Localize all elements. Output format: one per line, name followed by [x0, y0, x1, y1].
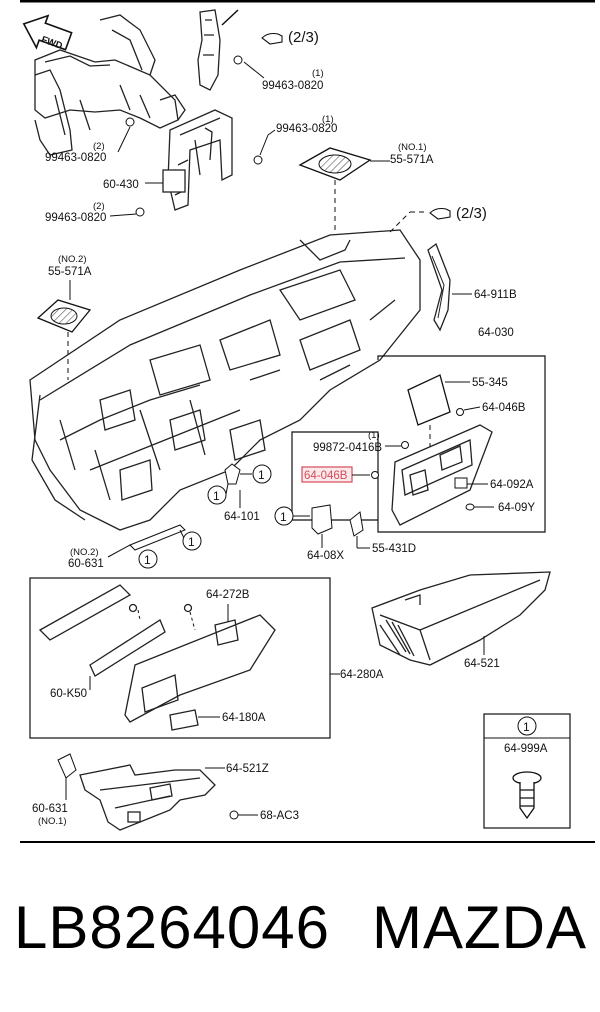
part-label-64-046b-highlight: 64-046B — [304, 470, 348, 482]
part-label-64-272b: 64-272B — [206, 589, 250, 601]
assembly-box-64-030: 64-030 — [291, 327, 546, 533]
screw-99872-0416b: (1) 99872-0416B — [313, 430, 409, 454]
bracket-60-430 — [162, 109, 233, 211]
part-label-64-911b: 64-911B — [474, 289, 517, 301]
trim-60-631-no2: 1 1 (NO.2) 60-631 — [68, 524, 202, 570]
part-label-55-571a: 55-571A — [390, 154, 434, 166]
qty-label: (1) — [312, 68, 324, 79]
circle-ref-1 — [138, 549, 158, 569]
part-label-64-180a: 64-180A — [222, 712, 266, 724]
part-label-99872-0416b: 99872-0416B — [313, 442, 382, 454]
footer: LB8264046 MAZDA — [0, 885, 600, 995]
part-label-64-046b: 64-046B — [482, 402, 526, 414]
pad-55-431d: 55-431D — [349, 511, 416, 555]
glove-box-door — [391, 424, 493, 526]
bracket-521z-label-group: 64-521Z — [205, 763, 269, 775]
brand-name: MAZDA — [372, 894, 587, 961]
bolt-99463-left-upper: (2) 99463-0820 — [45, 117, 135, 164]
side-cover-64-911b: 64-911B — [427, 242, 517, 332]
clip-fastener-icon — [512, 771, 542, 820]
nut-68-ac3: 68-AC3 — [229, 810, 299, 822]
circle-ref-label: 1 — [280, 510, 287, 524]
fastener-key-box: 1 64-999A — [483, 713, 571, 829]
striker-64-08x: 1 64-08X — [274, 504, 344, 562]
part-label-64-101: 64-101 — [224, 511, 260, 523]
panel-55-345: 55-345 — [407, 374, 508, 465]
qty-label: (2) — [93, 141, 105, 152]
part-label-64-08x: 64-08X — [307, 550, 344, 562]
qty-label: (NO.1) — [38, 816, 67, 827]
part-label-60-631: 60-631 — [68, 558, 104, 570]
part-label-68-ac3: 68-AC3 — [260, 810, 299, 822]
stopper-64-09y: 64-09Y — [465, 502, 535, 514]
bolt-99463-right: (1) 99463-0820 — [253, 114, 337, 165]
part-label-64-09y: 64-09Y — [498, 502, 535, 514]
circle-ref-1 — [207, 485, 227, 505]
speaker-grille-no2: (NO.2) 55-571A — [36, 254, 92, 380]
parts-diagram: FWD (2/3) (1) 99463-0820 (1) — [20, 0, 595, 843]
bolt-99463-left-lower: (2) 99463-0820 — [45, 201, 145, 224]
highlighted-part-64-046b[interactable]: 64-046B — [301, 466, 379, 483]
part-label-64-521: 64-521 — [464, 658, 500, 670]
speaker-grille-no1: (NO.1) 55-571A — [298, 142, 434, 230]
pointing-hand-icon — [429, 207, 451, 220]
part-label-64-030: 64-030 — [478, 327, 514, 339]
lower-panel-box: 64-280A — [29, 577, 384, 739]
part-label-99463-0820: 99463-0820 — [45, 152, 106, 164]
circle-ref-label: 1 — [213, 489, 220, 503]
part-label-64-999a: 64-999A — [504, 743, 548, 755]
duct-assembly — [34, 14, 186, 156]
circle-ref-label: 1 — [188, 535, 195, 549]
glove-box-64-521 — [371, 571, 551, 666]
circle-ref-label: 1 — [258, 468, 265, 482]
page-ref-top: (2/3) — [261, 29, 319, 46]
qty-label: (1) — [322, 114, 334, 125]
qty-label: (NO.2) — [58, 254, 87, 265]
bracket-label-group: 60-430 — [103, 179, 163, 191]
clip-64-101: 1 1 64-101 — [207, 463, 272, 523]
circle-ref-1 — [517, 716, 537, 736]
qty-label: (NO.2) — [70, 547, 99, 558]
part-number: LB8264046 — [14, 894, 330, 961]
ref-2-3-label: (2/3) — [456, 205, 487, 222]
ref-2-3-label: (2/3) — [288, 29, 319, 46]
instrument-panel — [29, 229, 421, 531]
part-label-64-521z: 64-521Z — [226, 763, 269, 775]
part-label-99463-0820: 99463-0820 — [276, 123, 337, 135]
part-label-60-k50: 60-K50 — [50, 688, 87, 700]
glove-box-label-group: 64-521 — [464, 636, 500, 670]
cover-label-group: 60-K50 64-272B 64-180A — [50, 589, 266, 724]
page-ref-mid: (2/3) — [389, 205, 487, 233]
qty-label: (1) — [368, 430, 380, 441]
bolt-99463-top: (1) 99463-0820 — [233, 55, 324, 92]
fwd-arrow-icon: FWD — [22, 14, 73, 52]
damper-64-046b: 64-046B — [456, 402, 526, 416]
part-label-55-431d: 55-431D — [372, 543, 416, 555]
qty-label: (NO.1) — [398, 142, 427, 153]
part-label-64-280a: 64-280A — [340, 669, 384, 681]
part-label-55-571a: 55-571A — [48, 266, 92, 278]
part-label-60-631: 60-631 — [32, 803, 68, 815]
circle-ref-label: 1 — [144, 553, 151, 567]
lock-64-092a: 64-092A — [454, 477, 534, 491]
pointing-hand-icon — [261, 32, 283, 45]
circle-ref-label: 1 — [523, 720, 530, 734]
part-label-99463-0820: 99463-0820 — [45, 212, 106, 224]
upper-vertical-bracket — [197, 9, 239, 91]
circle-ref-1 — [182, 531, 202, 551]
part-label-60-430: 60-430 — [103, 179, 139, 191]
qty-label: (2) — [93, 201, 105, 212]
bracket-64-521z — [79, 764, 216, 831]
part-label-99463-0820: 99463-0820 — [262, 80, 323, 92]
trim-60-631-no1: 60-631 (NO.1) — [32, 753, 77, 827]
circle-ref-1 — [252, 464, 272, 484]
part-label-55-345: 55-345 — [472, 377, 508, 389]
part-label-64-092a: 64-092A — [490, 479, 534, 491]
cover-60-k50 — [38, 584, 276, 731]
diagram-svg: FWD (2/3) (1) 99463-0820 (1) — [20, 0, 595, 843]
